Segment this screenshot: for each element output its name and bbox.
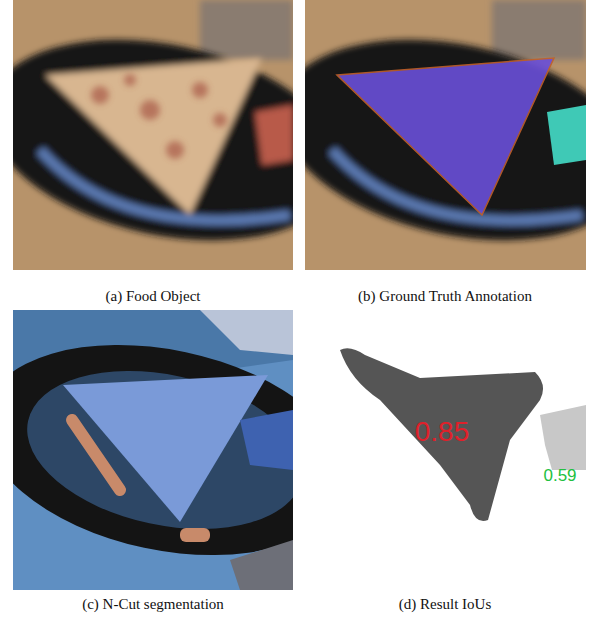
food-photo	[13, 0, 293, 270]
panel-caption: (d) Result IoUs	[399, 596, 492, 613]
iou-result	[305, 310, 586, 590]
annotation-photo	[305, 0, 586, 270]
panel-caption: (a) Food Object	[106, 288, 201, 305]
panel-caption: (c) N-Cut segmentation	[82, 596, 224, 613]
panel-caption: (b) Ground Truth Annotation	[358, 288, 532, 305]
ncut-segmentation	[13, 310, 293, 590]
iou-value: 0.85	[415, 416, 470, 448]
iou-value: 0.59	[543, 466, 576, 486]
